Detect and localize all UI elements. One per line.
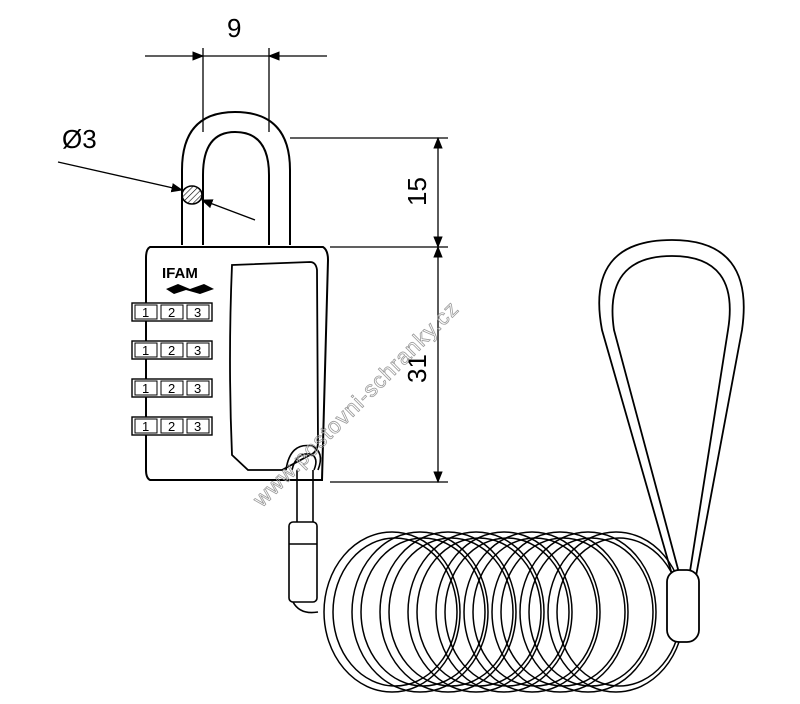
dial-digit: 3 [194,305,201,320]
cable-ferrule [288,521,318,603]
coil-loop [323,531,461,693]
loop-ferrule [666,569,700,643]
brand-text: IFAM [162,265,198,282]
combination-dials: 1 2 3 1 2 3 1 2 3 1 2 3 [131,302,213,436]
cable [288,470,319,614]
dial-digit: 1 [142,381,149,396]
dim-label-body-height: 31 [402,354,432,383]
shackle [181,110,291,245]
cable-eyelet [285,444,322,471]
dial-digit: 2 [168,305,175,320]
dial-digit: 1 [142,305,149,320]
dial-wheel[interactable]: 1 2 3 [131,302,213,322]
dial-digit: 1 [142,343,149,358]
dial-digit: 2 [168,381,175,396]
coiled-cable [323,531,685,693]
dimensions [57,48,448,484]
coil-loop [435,531,573,693]
coil-loop [351,531,489,693]
coil-loop [407,531,545,693]
dial-digit: 3 [194,381,201,396]
coil-loop [379,531,517,693]
dim-leader-diameter [57,161,184,193]
dial-digit: 1 [142,419,149,434]
dial-wheel[interactable]: 1 2 3 [131,378,213,398]
cable-loop [598,239,745,643]
dim-label-width: 9 [227,13,241,43]
dial-digit: 3 [194,343,201,358]
dial-digit: 3 [194,419,201,434]
dial-digit: 2 [168,343,175,358]
dial-digit: 2 [168,419,175,434]
coil-loop [519,531,657,693]
dim-label-diameter: Ø3 [62,124,97,154]
dial-wheel[interactable]: 1 2 3 [131,340,213,360]
dial-wheel[interactable]: 1 2 3 [131,416,213,436]
brand-logo: IFAM [162,265,214,294]
coil-loop [463,531,601,693]
shackle-cross-section [181,185,203,205]
dim-label-shackle-height: 15 [402,177,432,206]
coil-loop [491,531,629,693]
coil-loop [556,537,682,687]
